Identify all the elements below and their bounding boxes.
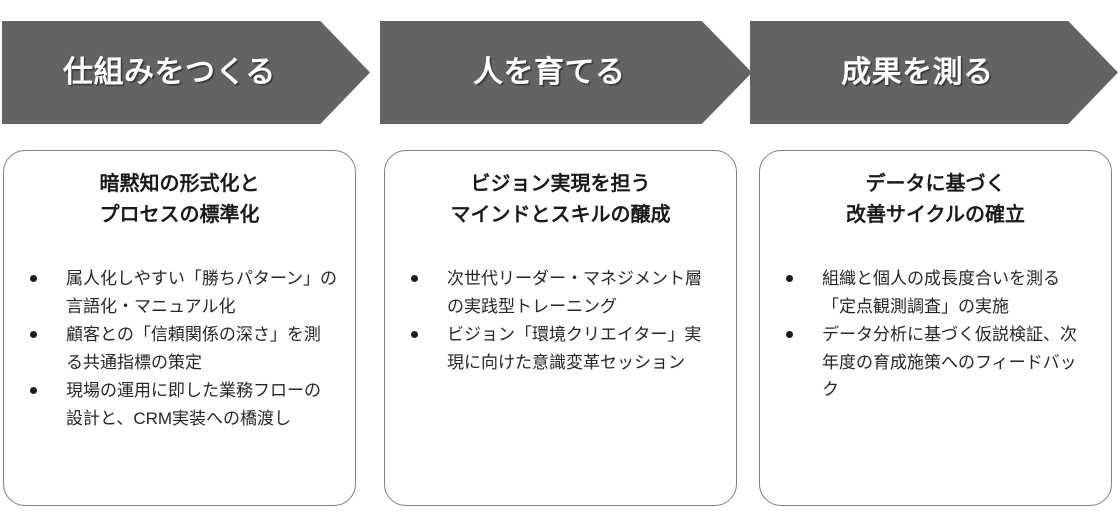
- list-item: 次世代リーダー・マネジメント層の実践型トレーニング: [395, 265, 726, 320]
- stage-card-title-1: 暗黙知の形式化と プロセスの標準化: [99, 173, 260, 226]
- list-item: データ分析に基づく仮説検証、次年度の育成施策へのフィードバック: [770, 321, 1101, 404]
- bullet-dot-icon: [30, 387, 37, 395]
- list-item-text: 組織と個人の成長度合いを測る「定点観測調査」の実施: [822, 269, 1060, 316]
- stage-card-2: ビジョン実現を担う マインドとスキルの醸成 次世代リーダー・マネジメント層の実践…: [384, 150, 737, 506]
- stage-bullet-list-1: 属人化しやすい「勝ちパターン」の言語化・マニュアル化 顧客との「信頼関係の深さ」…: [14, 265, 345, 432]
- stage-card-3: データに基づく 改善サイクルの確立 組織と個人の成長度合いを測る「定点観測調査」…: [759, 150, 1112, 506]
- bullet-dot-icon: [411, 275, 418, 282]
- stage-banner-label-3: 成果を測る: [841, 55, 994, 89]
- list-item-text: データ分析に基づく仮説検証、次年度の育成施策へのフィードバック: [822, 325, 1077, 400]
- stage-banner-2: 人を育てる: [380, 21, 752, 124]
- bullet-dot-icon: [786, 275, 793, 282]
- stage-banner-label-2: 人を育てる: [473, 55, 626, 89]
- bullet-dot-icon: [30, 331, 37, 339]
- list-item: ビジョン「環境クリエイター」実現に向けた意識変革セッション: [395, 321, 726, 376]
- stage-bullet-list-2: 次世代リーダー・マネジメント層の実践型トレーニング ビジョン「環境クリエイター」…: [395, 265, 726, 376]
- stage-banner-3: 成果を測る: [750, 21, 1118, 124]
- stage-card-title-2: ビジョン実現を担う マインドとスキルの醸成: [450, 173, 671, 226]
- stage-banner-label-1: 仕組みをつくる: [62, 55, 276, 89]
- list-item-text: 顧客との「信頼関係の深さ」を測る共通指標の策定: [66, 325, 321, 372]
- list-item-text: 現場の運用に即した業務フローの設計と、CRM実装への橋渡し: [66, 381, 321, 428]
- stage-banner-1: 仕組みをつくる: [2, 21, 370, 124]
- bullet-dot-icon: [411, 331, 418, 339]
- list-item: 属人化しやすい「勝ちパターン」の言語化・マニュアル化: [14, 265, 345, 320]
- stage-card-1: 暗黙知の形式化と プロセスの標準化 属人化しやすい「勝ちパターン」の言語化・マニ…: [3, 150, 356, 506]
- stage-card-title-3: データに基づく 改善サイクルの確立: [846, 173, 1025, 226]
- list-item-text: ビジョン「環境クリエイター」実現に向けた意識変革セッション: [447, 325, 702, 372]
- list-item-text: 次世代リーダー・マネジメント層の実践型トレーニング: [447, 269, 702, 316]
- bullet-dot-icon: [786, 331, 793, 339]
- stage-bullet-list-3: 組織と個人の成長度合いを測る「定点観測調査」の実施 データ分析に基づく仮説検証、…: [770, 265, 1101, 404]
- list-item: 現場の運用に即した業務フローの設計と、CRM実装への橋渡し: [14, 377, 345, 432]
- bullet-dot-icon: [30, 275, 37, 282]
- list-item-text: 属人化しやすい「勝ちパターン」の言語化・マニュアル化: [66, 269, 337, 316]
- list-item: 組織と個人の成長度合いを測る「定点観測調査」の実施: [770, 265, 1101, 320]
- list-item: 顧客との「信頼関係の深さ」を測る共通指標の策定: [14, 321, 345, 376]
